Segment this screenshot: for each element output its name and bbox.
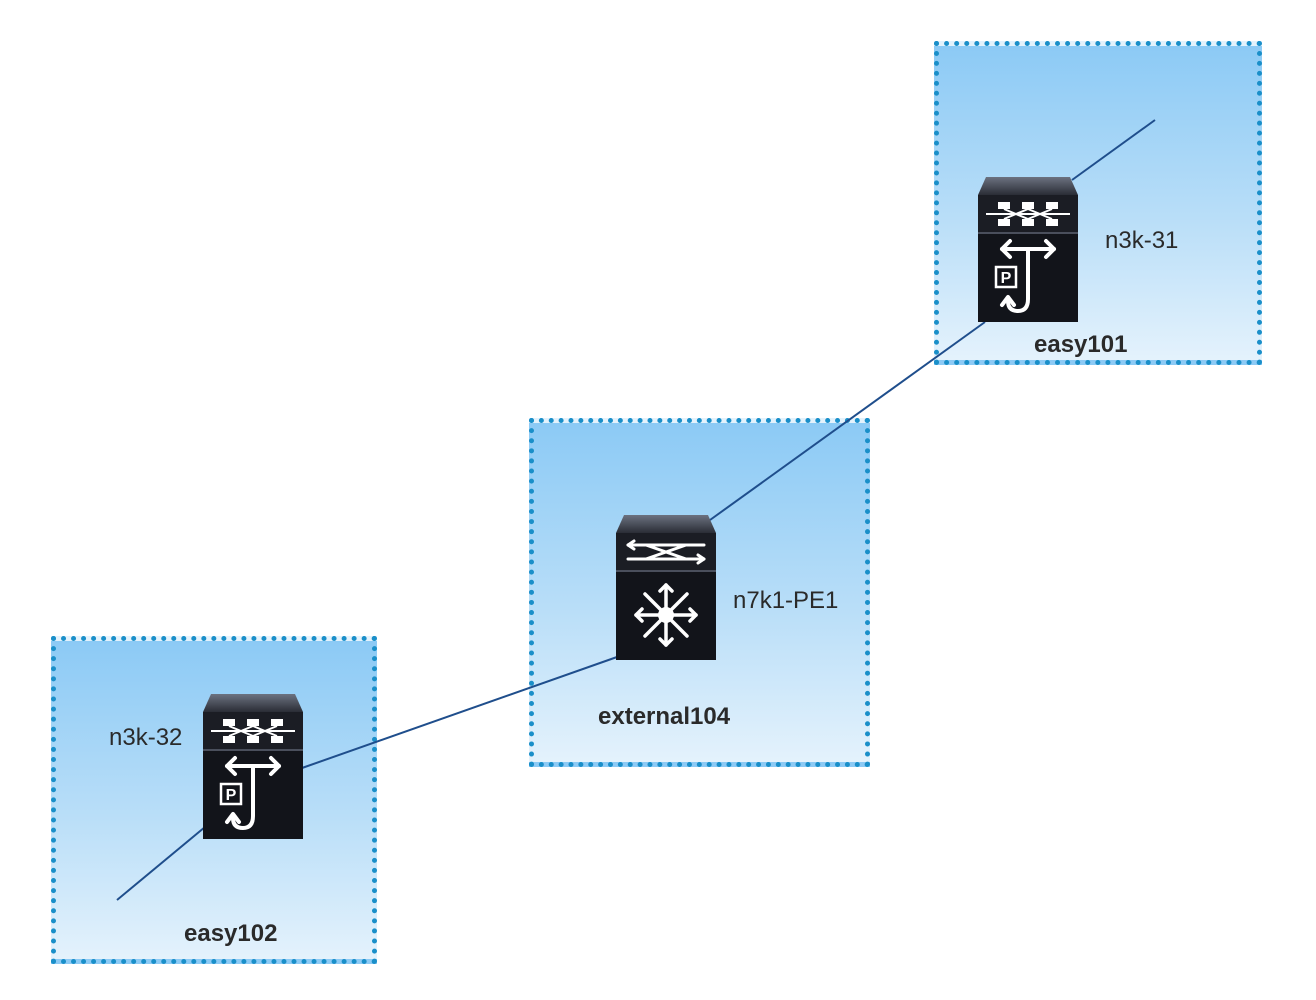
nexus-3000-switch-icon[interactable]: P [978, 177, 1078, 322]
link-n3k31-stub[interactable] [1071, 119, 1156, 181]
svg-text:P: P [1001, 270, 1012, 287]
group-label-easy102: easy102 [184, 920, 278, 947]
link-n7k1-n3k31[interactable] [709, 321, 986, 521]
device-label-n3k-31: n3k-31 [1105, 227, 1179, 254]
device-label-n7k1-pe1: n7k1-PE1 [733, 587, 839, 614]
group-label-easy101: easy101 [1034, 331, 1128, 358]
device-label-n3k-32: n3k-32 [109, 724, 183, 751]
nexus-7000-switch-icon[interactable] [616, 515, 716, 660]
link-n3k32-stub[interactable] [116, 826, 206, 901]
svg-text:P: P [226, 787, 237, 804]
nexus-3000-switch-icon[interactable]: P [203, 694, 303, 839]
group-label-external104: external104 [598, 703, 731, 730]
link-n3k32-n7k1[interactable] [301, 656, 618, 769]
